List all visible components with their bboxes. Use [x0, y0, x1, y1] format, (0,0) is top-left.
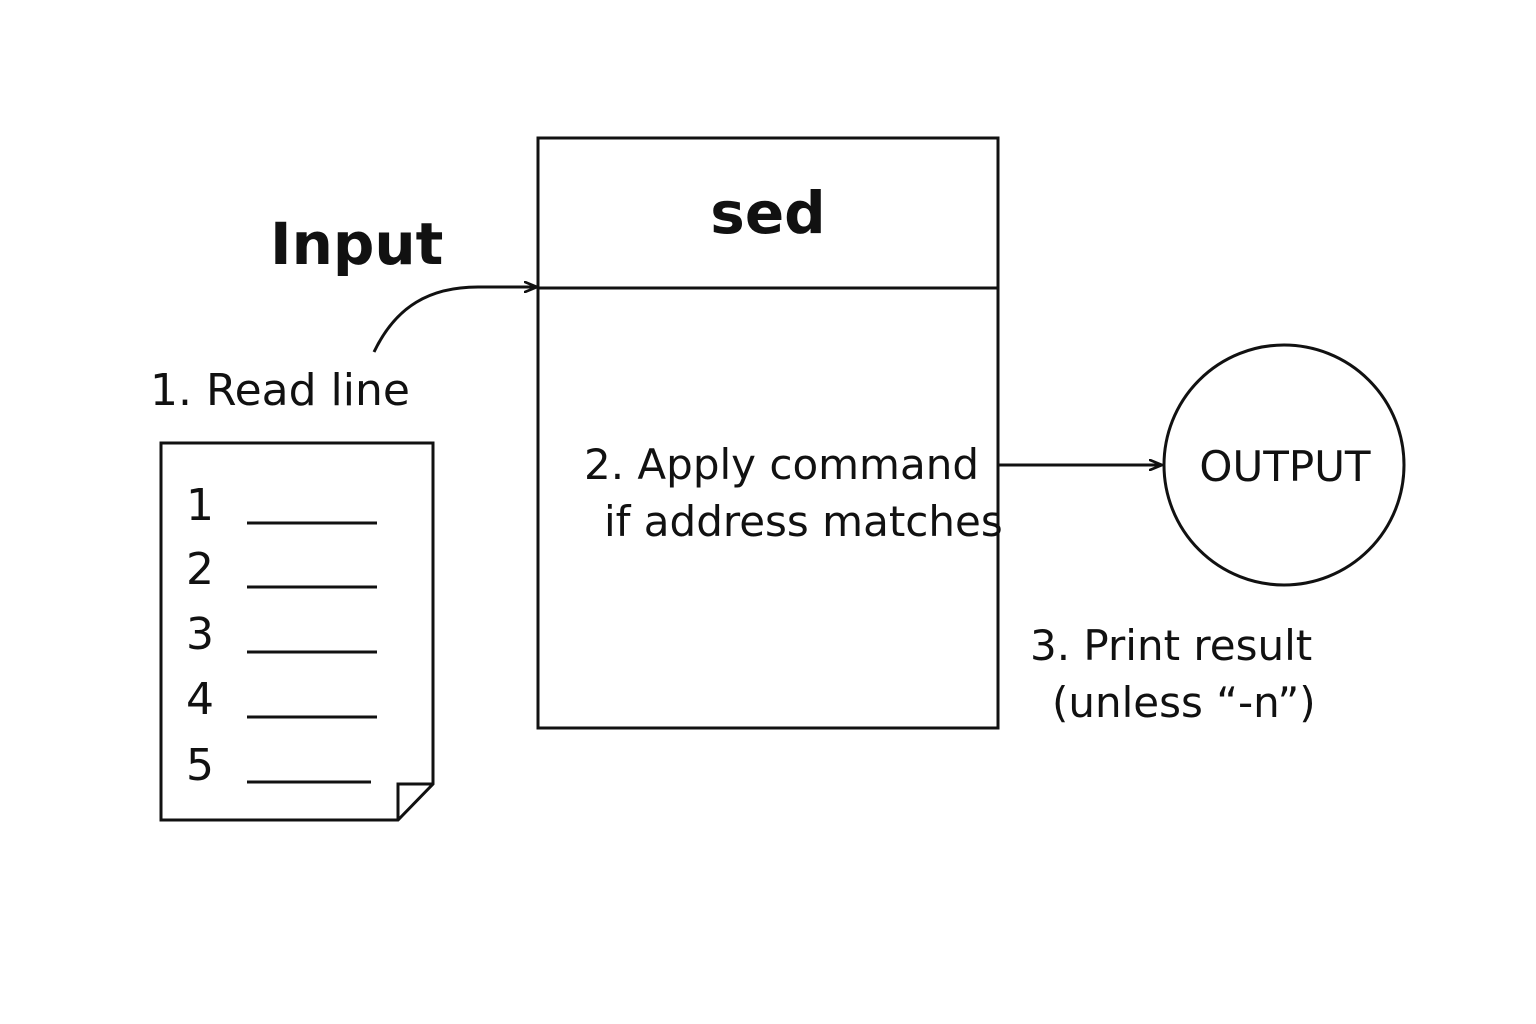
input-document: 1 2 3 4 5: [159, 441, 435, 822]
output-circle: [1162, 343, 1406, 587]
document-line-number: 2: [186, 544, 214, 595]
step3-line1: 3. Print result: [1030, 621, 1312, 670]
document-line-number: 5: [186, 740, 214, 791]
input-label: Input: [270, 210, 443, 278]
step1-label: 1. Read line: [150, 365, 410, 416]
output-label: OUTPUT: [1199, 442, 1371, 491]
step3-line2: (unless “-n”): [1052, 678, 1316, 727]
sed-box-outline: [536, 136, 1000, 730]
step2-line1: 2. Apply command: [584, 440, 979, 489]
document-page-outline: [159, 441, 435, 822]
output-node: OUTPUT: [1162, 343, 1406, 587]
step2-line2: if address matches: [604, 497, 1003, 546]
document-fold-corner: [396, 782, 433, 820]
document-line-number: 1: [186, 480, 214, 531]
document-line-number: 4: [186, 674, 214, 725]
sed-title: sed: [710, 179, 825, 247]
document-line-number: 3: [186, 609, 214, 660]
input-arrow: [372, 287, 536, 353]
sed-box: sed 2. Apply command if address matches: [536, 136, 1003, 730]
